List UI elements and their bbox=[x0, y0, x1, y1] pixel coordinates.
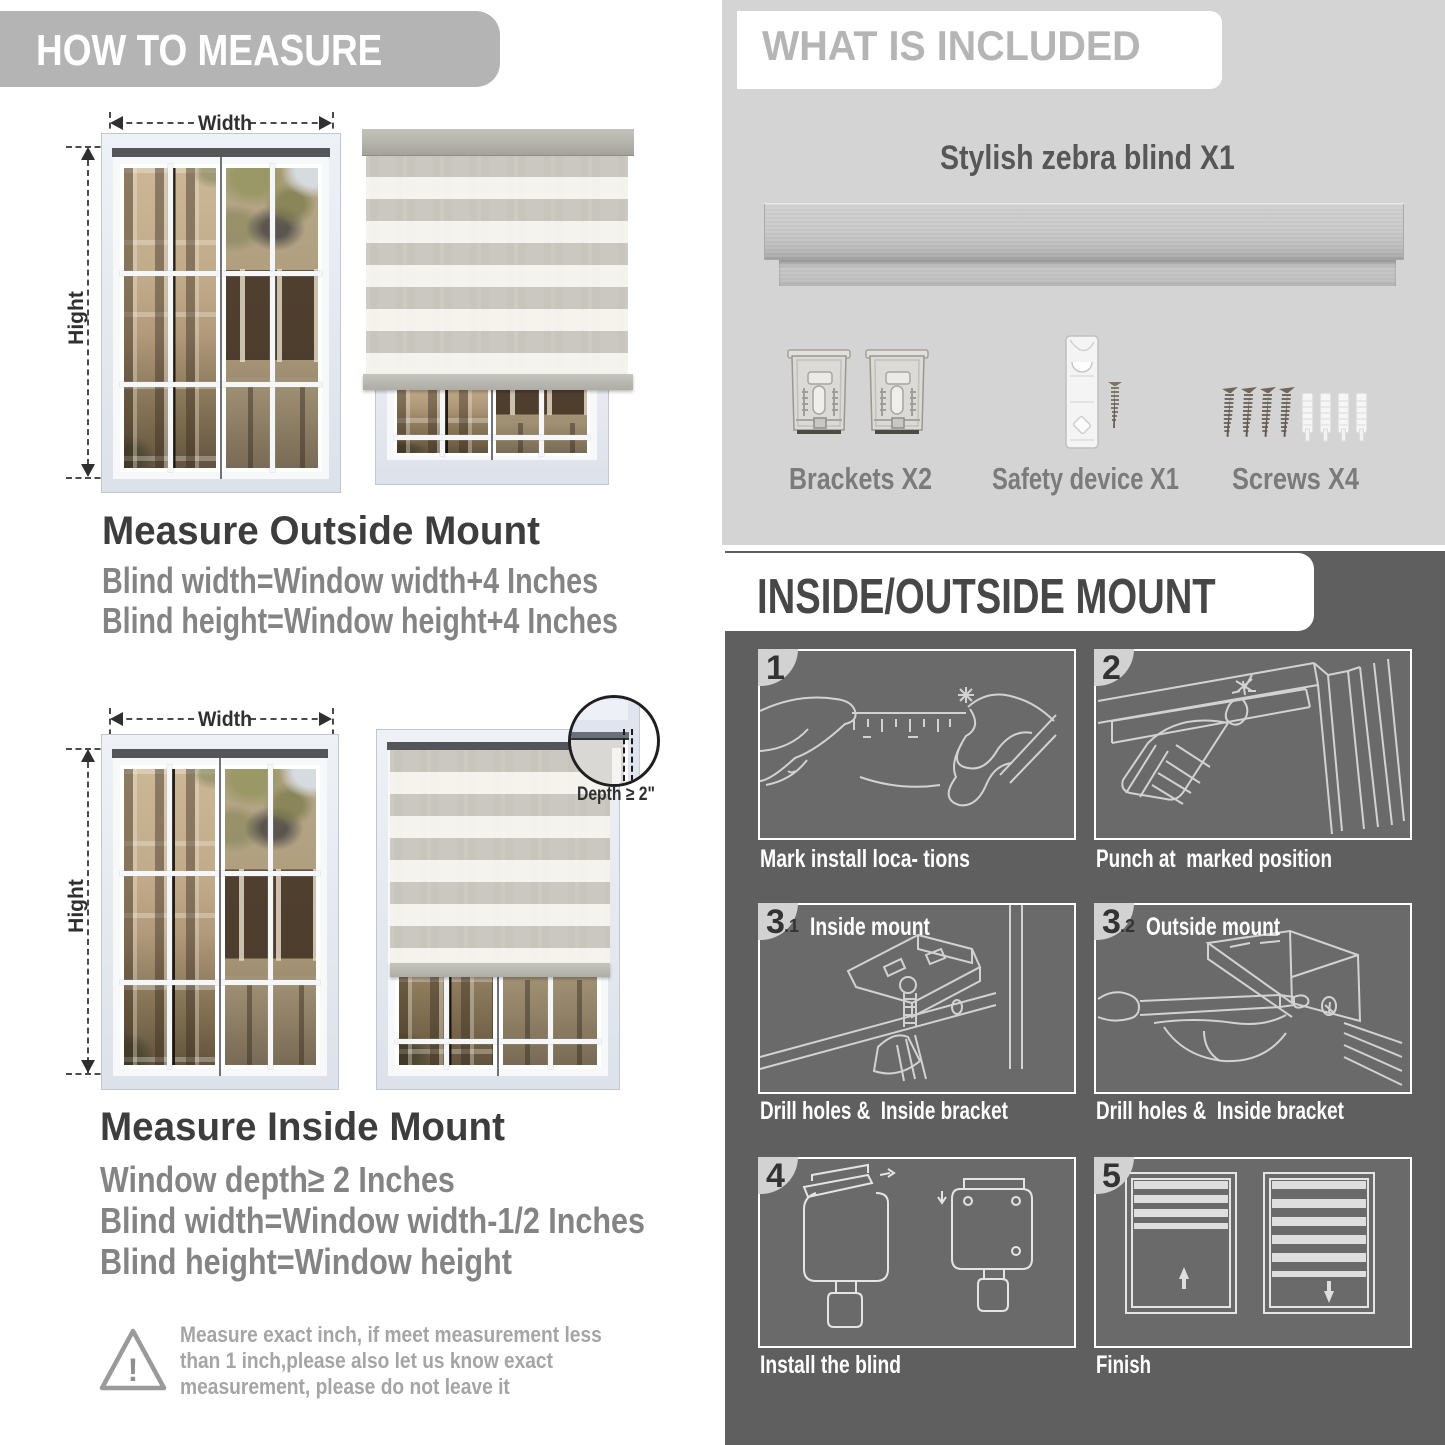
svg-text:!: ! bbox=[128, 1352, 139, 1388]
